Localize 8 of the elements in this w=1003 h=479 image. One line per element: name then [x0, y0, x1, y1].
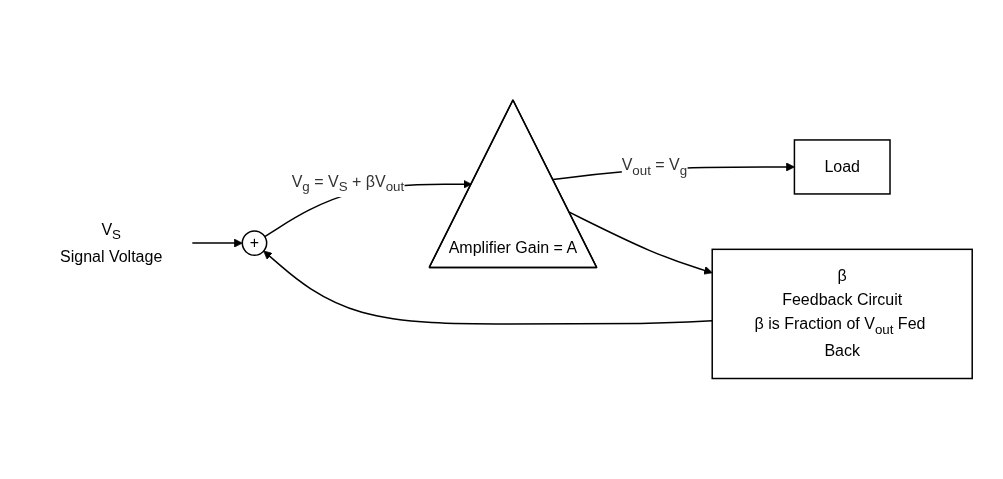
arrow: [191, 238, 244, 248]
node-circle: +: [241, 230, 268, 257]
edge-label: V$_{g}$ = V$_{S}$ + βV$_{out}$: [292, 173, 405, 195]
node-box: Load: [794, 139, 892, 195]
node-text: V$_{S}$ Signal Voltage: [60, 220, 163, 265]
edge-label: V$_{out}$ = V$_{g}$: [622, 156, 688, 178]
arrow: [568, 211, 713, 275]
node-box: β Feedback Circuit β is Fraction of V$_{out}$ Fed Back: [711, 248, 974, 380]
